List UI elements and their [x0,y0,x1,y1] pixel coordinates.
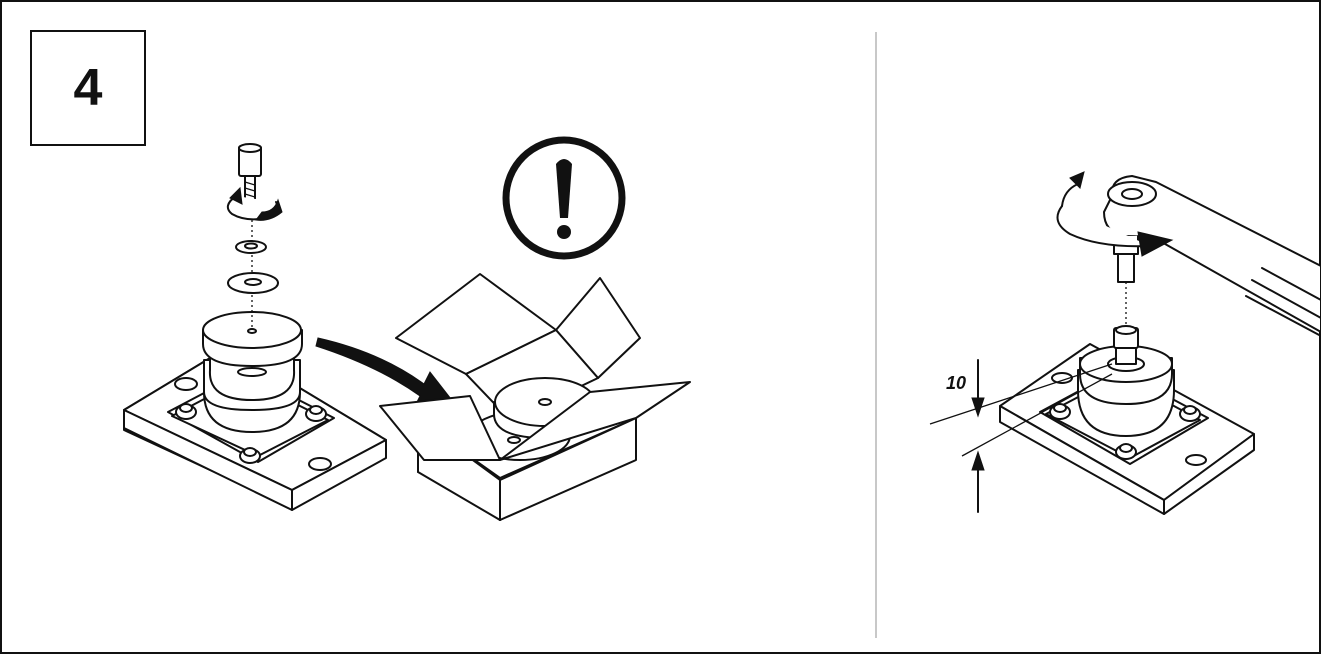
dimension-label: 10 [946,373,966,394]
step-number: 4 [74,62,103,114]
flange-bolt [176,404,196,419]
warning-exclamation-icon [506,140,622,256]
flange-bolt [306,406,326,421]
flange-bolt [1116,444,1136,459]
torque-wrench [1104,176,1321,336]
mount-assembly-right [1000,282,1254,514]
flange-bolt [240,448,260,463]
flange-bolt [1180,406,1200,421]
step-number-box: 4 [30,30,146,146]
